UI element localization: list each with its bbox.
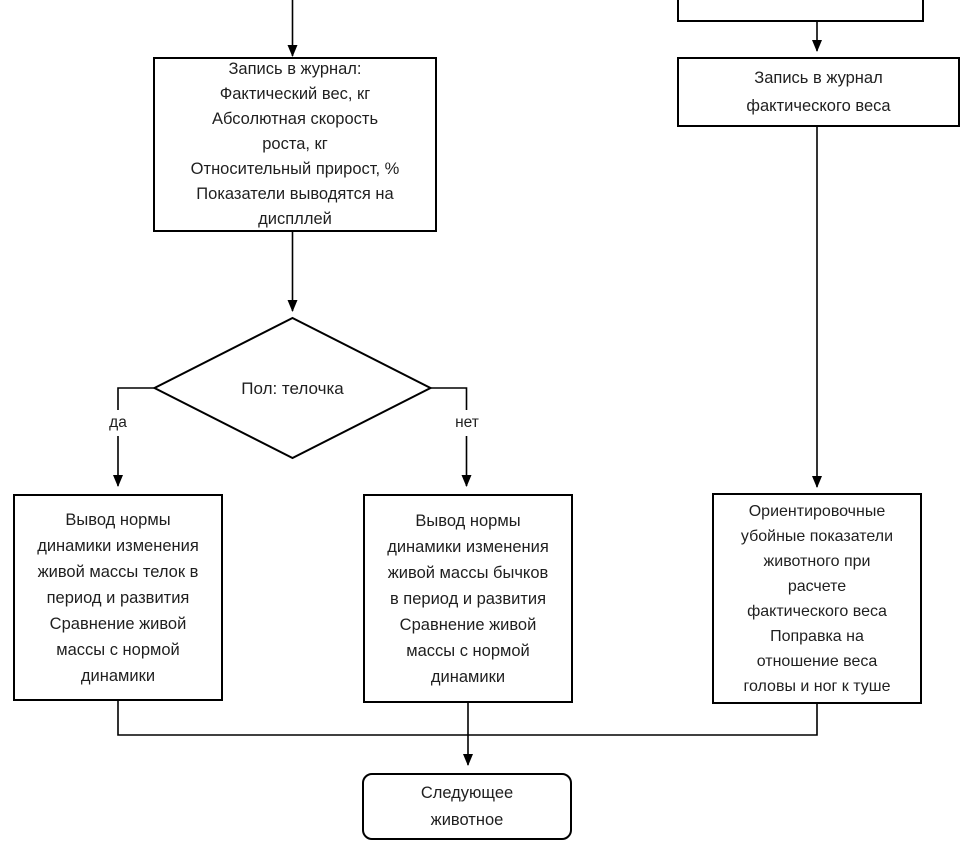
partial-top-right-box — [677, 0, 924, 22]
edge-label-no: нет — [444, 410, 490, 436]
node-decision-sex-text: Пол: телочка — [241, 378, 344, 398]
node-journal-actual-text: Запись в журнал фактического веса — [746, 69, 891, 115]
arrow-yes-branch — [113, 387, 155, 487]
node-journal-record-text: Запись в журнал: Фактический вес, кг Абс… — [190, 60, 400, 228]
node-norm-heifers-text: Вывод нормы динамики изменения живой мас… — [37, 510, 199, 685]
node-slaughter-estimates-text: Ориентировочные убойные показатели живот… — [740, 502, 894, 695]
node-next-animal-text: Следующее животное — [420, 783, 514, 829]
edge-label-yes-text: да — [109, 414, 127, 431]
edge-label-no-text: нет — [455, 414, 479, 431]
node-journal-record: Запись в журнал: Фактический вес, кг Абс… — [153, 57, 437, 232]
node-slaughter-estimates: Ориентировочные убойные показатели живот… — [712, 493, 922, 704]
node-norm-heifers: Вывод нормы динамики изменения живой мас… — [13, 494, 223, 701]
node-journal-actual: Запись в журнал фактического веса — [677, 57, 960, 127]
edge-label-yes: да — [96, 410, 140, 436]
node-decision-sex-label: Пол: телочка — [165, 330, 420, 446]
decision-diamond-shape — [152, 316, 433, 460]
node-norm-bulls-text: Вывод нормы динамики изменения живой мас… — [387, 511, 549, 686]
node-norm-bulls: Вывод нормы динамики изменения живой мас… — [363, 494, 573, 703]
node-next-animal: Следующее животное — [362, 773, 572, 840]
arrow-no-branch — [430, 387, 472, 487]
